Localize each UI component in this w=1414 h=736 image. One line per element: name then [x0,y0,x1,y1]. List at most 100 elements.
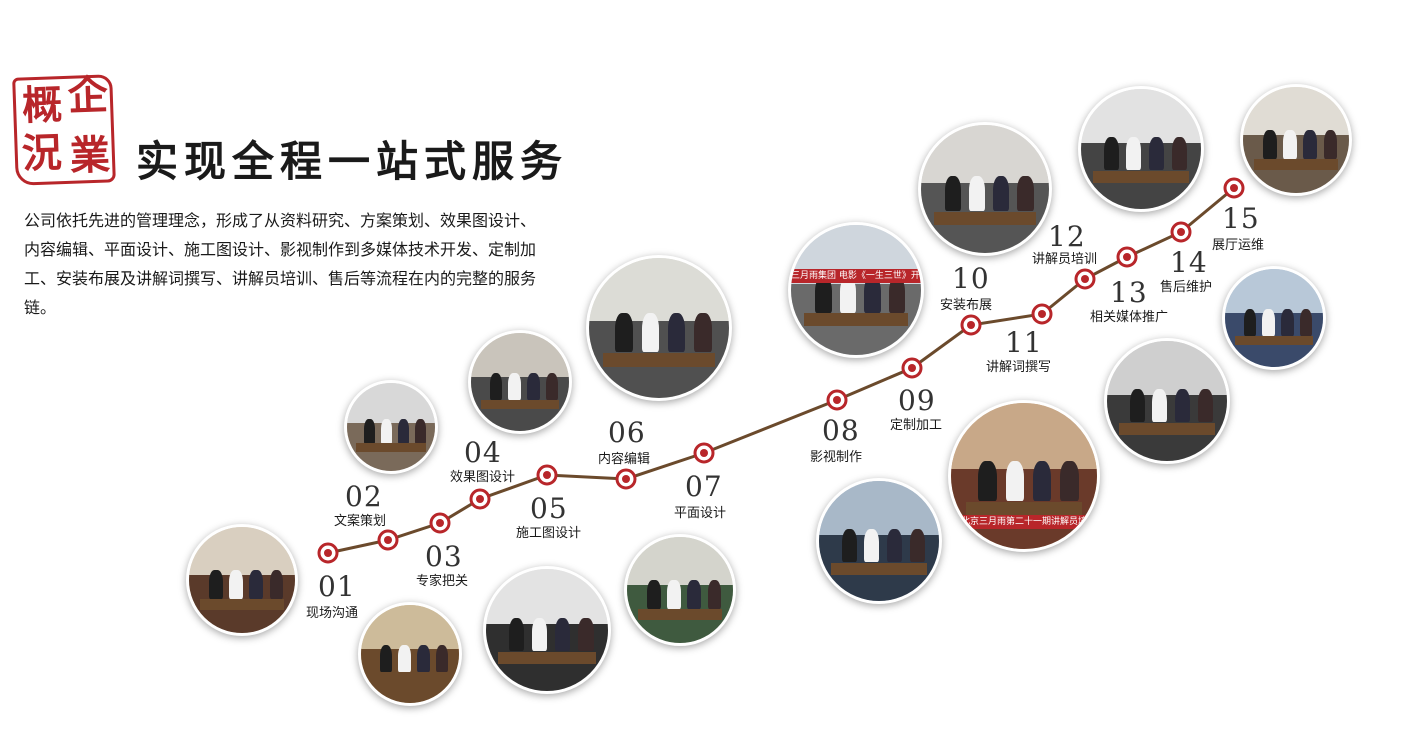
photo-background [347,383,435,423]
person-silhouette [578,617,594,652]
person-silhouette [1005,460,1024,501]
timeline-node-dot-7 [700,449,708,457]
person-silhouette [864,276,881,313]
person-silhouette [687,579,701,610]
photo-office-workers [344,380,438,474]
person-silhouette [1149,136,1165,171]
person-silhouette [1323,129,1338,160]
person-silhouette [1283,129,1297,160]
desk-shape [603,353,715,368]
step-number-10: 10 [952,262,990,295]
person-silhouette [1129,388,1145,423]
photo-background [819,481,939,535]
step-label-03: 专家把关 [416,574,469,589]
desk-shape [199,599,285,610]
photo-background [486,569,608,624]
person-silhouette [864,528,880,563]
step-number-05: 05 [530,492,568,525]
timeline-node-dot-12 [1081,275,1089,283]
step-label-09: 定制加工 [890,418,943,433]
person-silhouette [509,617,525,652]
step-number-08: 08 [822,414,860,447]
timeline-node-dot-8 [833,396,841,404]
person-silhouette [1033,460,1052,501]
step-label-13: 相关媒体推广 [1090,310,1169,325]
desk-shape [355,442,427,452]
step-label-07: 平面设计 [674,506,727,521]
person-silhouette [397,418,410,444]
photo-background [627,537,733,585]
photo-background [1081,89,1201,143]
person-silhouette [229,569,243,600]
photo-exhibition-maintenance [1222,266,1326,370]
desk-shape [480,399,560,410]
timeline-node-dot-11 [1038,310,1046,318]
timeline-node-dot-3 [436,519,444,527]
photo-background [1225,269,1323,314]
desk-shape [1093,170,1189,183]
person-silhouette [1060,460,1079,501]
person-silhouette [1197,388,1213,423]
person-silhouette [667,579,681,610]
person-silhouette [417,644,430,672]
step-number-03: 03 [425,540,463,573]
photo-conference-hall [358,602,462,706]
timeline-node-dot-15 [1230,184,1238,192]
intro-paragraph: 公司依托先进的管理理念，形成了从资料研究、方案策划、效果图设计、内容编辑、平面设… [24,211,537,317]
photo-background [189,527,295,575]
person-silhouette [969,175,986,212]
step-label-05: 施工图设计 [516,526,582,541]
timeline-node-dot-2 [384,536,392,544]
step-label-04: 效果图设计 [450,470,516,485]
person-silhouette [379,644,393,672]
photo-open-office: 三月雨集团 电影《一生三世》开机大 [788,222,924,358]
desk-shape [370,671,450,682]
step-number-09: 09 [898,384,936,417]
photo-meeting-room [186,524,298,636]
person-silhouette [909,528,925,563]
step-number-04: 04 [464,436,502,469]
person-silhouette [414,418,426,444]
person-silhouette [839,276,857,313]
person-silhouette [209,569,223,600]
photo-banner-text: 三月雨集团 电影《一生三世》开机大 [791,269,921,283]
photo-exhibition-hall [1240,84,1352,196]
photo-design-office [468,330,572,434]
page-title: 实现全程一站式服务 [136,137,569,186]
step-number-14: 14 [1170,246,1208,279]
photo-computer-room [483,566,611,694]
person-silhouette [249,569,263,600]
timeline-path [327,186,1235,555]
timeline-node-dot-6 [622,475,630,483]
person-silhouette [398,644,411,672]
step-number-13: 13 [1110,276,1148,309]
person-silhouette [1303,129,1317,160]
person-silhouette [667,313,686,352]
person-silhouette [615,313,633,352]
person-silhouette [647,579,661,610]
photo-background [361,605,459,650]
timeline-node-dot-4 [476,495,484,503]
step-number-15: 15 [1222,202,1260,235]
step-label-10: 安装布展 [940,298,993,313]
person-silhouette [1263,129,1277,160]
person-silhouette [841,528,857,563]
step-label-01: 现场沟通 [306,606,359,621]
person-silhouette [1126,136,1142,171]
person-silhouette [815,276,832,313]
desk-shape [831,562,927,575]
timeline-node-dot-5 [543,471,551,479]
person-silhouette [435,644,449,672]
step-label-14: 售后维护 [1160,280,1213,295]
step-label-08: 影视制作 [810,450,863,465]
step-number-07: 07 [685,470,723,503]
person-silhouette [545,372,559,400]
person-silhouette [1017,175,1034,212]
timeline-node-dot-10 [967,321,975,329]
photo-media-event [1104,338,1230,464]
person-silhouette [555,617,571,652]
person-silhouette [945,175,962,212]
person-silhouette [978,460,997,501]
person-silhouette [1281,308,1294,336]
